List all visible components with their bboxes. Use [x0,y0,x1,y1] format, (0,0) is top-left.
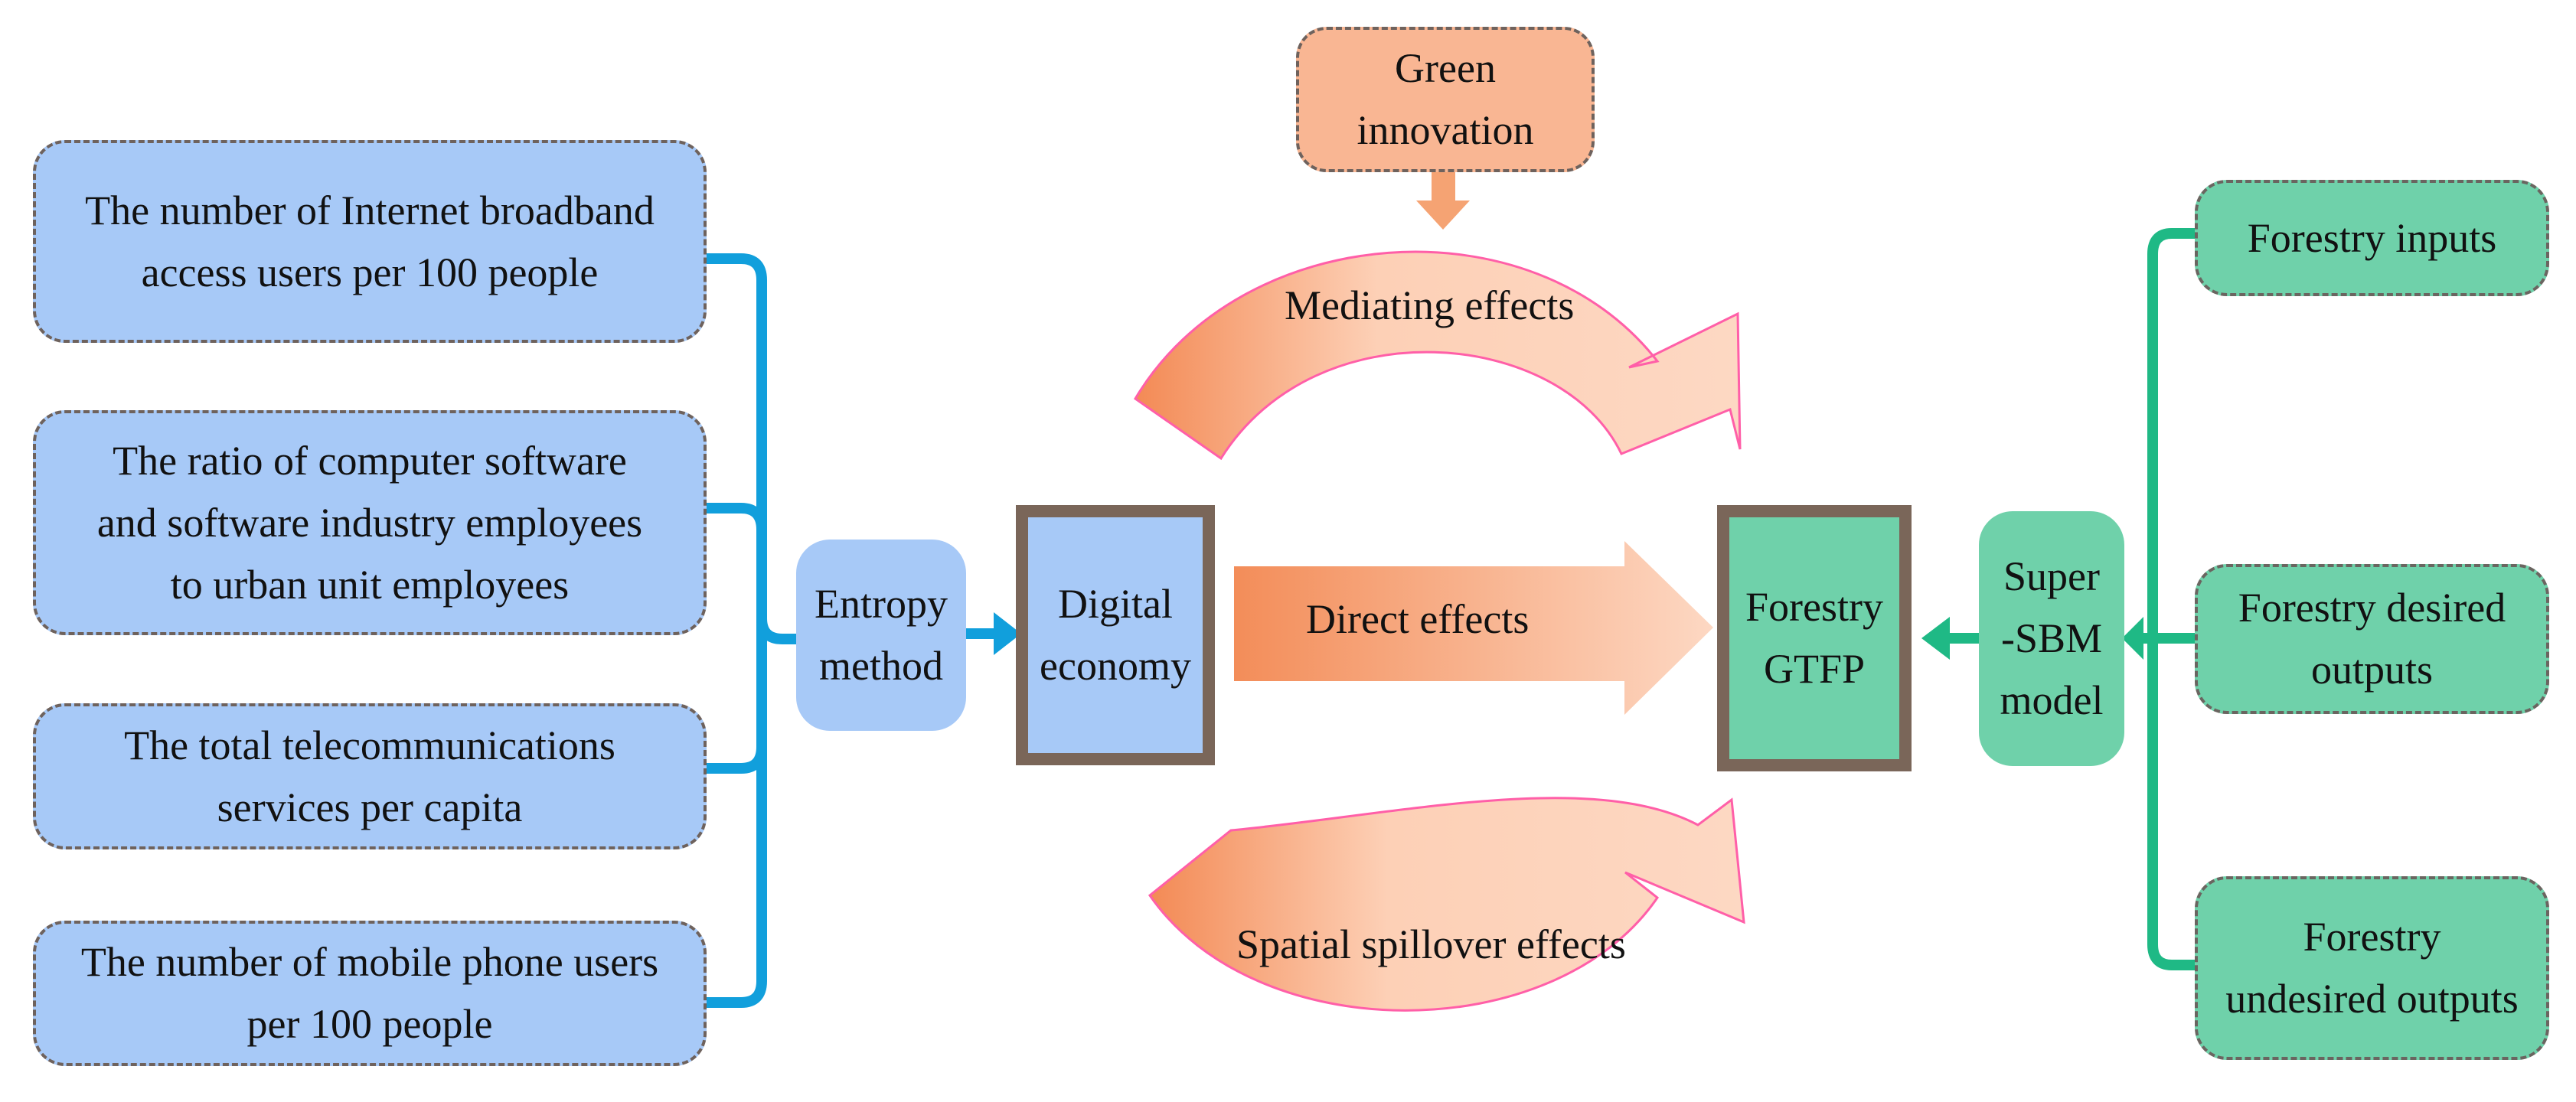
arrow-sbm-connector [2122,617,2153,660]
blue-bracket-connector [701,253,802,1008]
direct-effects-label: Direct effects [1306,596,1530,642]
forestry-inputs-box: Forestry inputs [2195,180,2549,296]
arrow-green-innovation-down [1416,170,1470,230]
arrow-entropy-to-digital [966,612,1021,655]
spatial-spillover-effects-label: Spatial spillover effects [1236,921,1626,967]
arrow-sbm-to-gtfp [1921,617,1979,660]
spatial-spillover-arrow [1148,797,1745,1012]
mediating-effects-label: Mediating effects [1285,282,1575,328]
mediating-effects-arrow [1133,250,1742,461]
direct-effects-arrow [1234,541,1713,715]
green-bracket-connector [2147,228,2200,970]
